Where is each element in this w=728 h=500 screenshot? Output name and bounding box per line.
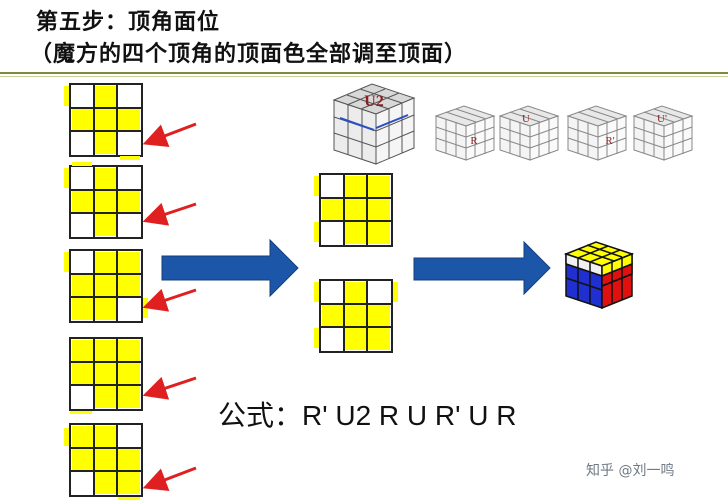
move-label-u2: U2 (364, 93, 384, 110)
pointer-arrow-2 (142, 202, 197, 226)
pointer-arrow-5 (142, 466, 197, 491)
move-label-r: R (470, 135, 478, 147)
top-face-pattern-2 (64, 162, 143, 239)
top-face-pattern-4 (69, 337, 143, 414)
pointer-arrow-4 (142, 376, 197, 400)
top-face-pattern-3 (64, 249, 148, 323)
pointer-arrow-1 (142, 122, 197, 147)
setup-pattern-a (314, 173, 393, 247)
process-arrow-2 (413, 240, 551, 296)
watermark: 知乎 @刘一鸣 (586, 463, 675, 479)
top-face-pattern-5 (64, 423, 143, 500)
cube-move-u-prime (632, 105, 694, 161)
pointer-arrow-3 (142, 288, 197, 312)
process-arrow-1 (161, 238, 299, 298)
cube-move-u2 (332, 83, 416, 165)
move-label-u-prime: U' (657, 113, 667, 125)
title-divider-light (0, 76, 728, 77)
cube-move-u (498, 105, 560, 161)
setup-pattern-b (314, 279, 398, 353)
top-face-pattern-1 (64, 83, 143, 160)
title-divider (0, 72, 728, 74)
formula-text: 公式：R' U2 R U R' U R (218, 400, 517, 431)
result-cube (563, 241, 635, 310)
cube-move-r-prime (566, 105, 628, 161)
move-label-u: U (522, 113, 530, 125)
cube-move-r (434, 105, 496, 161)
move-label-r-prime: R' (605, 135, 614, 147)
page-subtitle: （魔方的四个顶角的顶面色全部调至顶面） (30, 42, 468, 67)
page-title: 第五步：顶角面位 (36, 10, 221, 35)
